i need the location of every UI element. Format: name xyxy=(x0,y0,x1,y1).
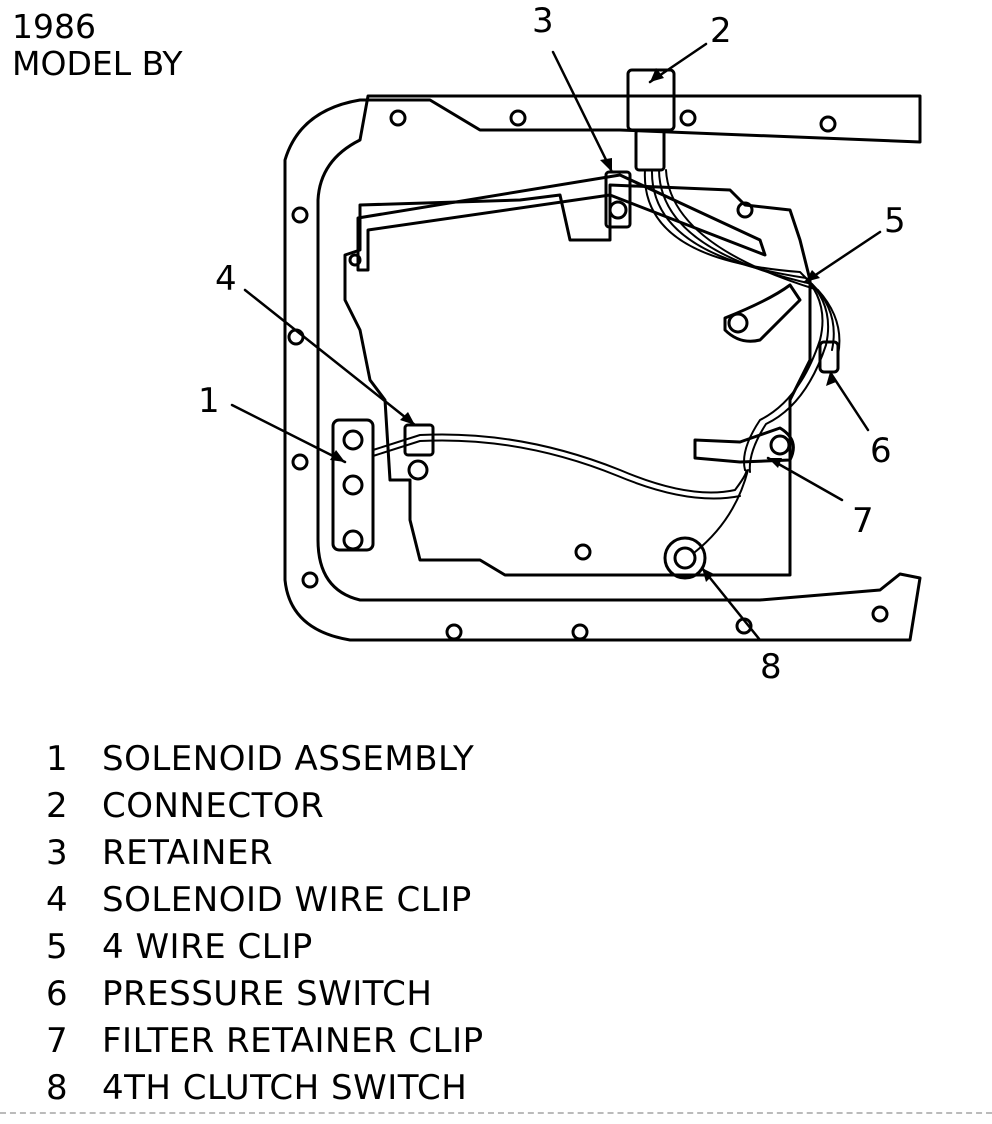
legend-number: 3 xyxy=(46,833,69,873)
leader-6 xyxy=(828,370,870,432)
leader-3 xyxy=(551,50,614,174)
callout-1: 1 xyxy=(198,381,220,421)
valve-body-outline xyxy=(343,183,812,577)
transmission-wiring-diagram: 1 2 3 4 5 6 7 8 xyxy=(198,1,922,687)
legend-item: 2 CONNECTOR xyxy=(46,783,484,830)
filter-retainer-clip xyxy=(693,426,795,464)
leader-4 xyxy=(243,288,417,427)
legend-label: CONNECTOR xyxy=(102,786,325,826)
legend-number: 2 xyxy=(46,786,69,826)
gasket-bolt-holes xyxy=(287,109,889,641)
legend-item: 6 PRESSURE SWITCH xyxy=(46,971,484,1018)
legend-number: 4 xyxy=(46,880,69,920)
four-wire-clip xyxy=(723,283,802,343)
solenoid-wire-clip xyxy=(403,423,435,457)
legend-item: 1 SOLENOID ASSEMBLY xyxy=(46,736,484,783)
bottom-divider xyxy=(0,1112,992,1115)
callout-6: 6 xyxy=(870,431,892,471)
leader-5 xyxy=(803,230,882,284)
callout-5: 5 xyxy=(884,201,906,241)
legend-label: RETAINER xyxy=(102,833,274,873)
callout-7: 7 xyxy=(852,501,874,541)
leader-7 xyxy=(766,456,844,502)
leader-8 xyxy=(700,566,762,642)
legend-number: 8 xyxy=(46,1068,69,1108)
callout-3: 3 xyxy=(532,1,554,41)
gasket-outer-outline xyxy=(283,94,922,642)
legend-item: 4 SOLENOID WIRE CLIP xyxy=(46,877,484,924)
legend-label: 4 WIRE CLIP xyxy=(102,927,313,967)
model-year: 1986 xyxy=(12,7,96,46)
legend-item: 3 RETAINER xyxy=(46,830,484,877)
retainer-bracket xyxy=(356,173,767,272)
solenoid-wire xyxy=(372,433,748,494)
legend-label: PRESSURE SWITCH xyxy=(102,974,433,1014)
legend-item: 8 4TH CLUTCH SWITCH xyxy=(46,1065,484,1112)
header: 1986 MODEL BY xyxy=(12,8,183,82)
callout-4: 4 xyxy=(215,259,237,299)
legend-number: 6 xyxy=(46,974,69,1014)
fourth-clutch-switch xyxy=(663,536,707,580)
model-name: MODEL BY xyxy=(12,44,183,83)
legend-item: 7 FILTER RETAINER CLIP xyxy=(46,1018,484,1065)
legend-label: SOLENOID ASSEMBLY xyxy=(102,739,475,779)
wire-harness xyxy=(643,169,824,471)
legend-number: 1 xyxy=(46,739,69,779)
legend-label: SOLENOID WIRE CLIP xyxy=(102,880,472,920)
leader-1 xyxy=(230,403,347,464)
legend-number: 7 xyxy=(46,1021,69,1061)
legend-label: FILTER RETAINER CLIP xyxy=(102,1021,484,1061)
callout-2: 2 xyxy=(710,11,732,51)
legend-item: 5 4 WIRE CLIP xyxy=(46,924,484,971)
legend-number: 5 xyxy=(46,927,69,967)
callout-8: 8 xyxy=(760,647,782,687)
connector xyxy=(626,68,676,132)
legend-label: 4TH CLUTCH SWITCH xyxy=(102,1068,468,1108)
